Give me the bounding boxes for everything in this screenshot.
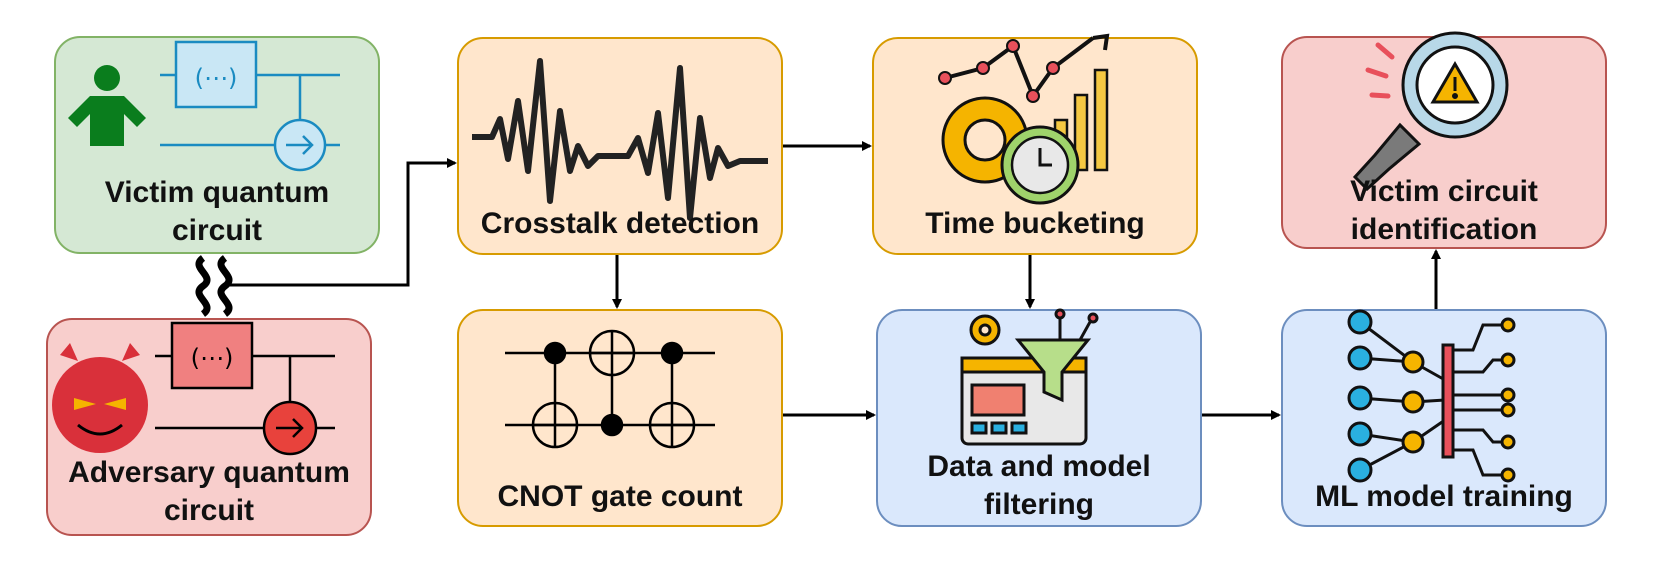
adversary-circuit-label: Adversary quantum circuit [68,456,350,527]
gear-clock-chart-icon [938,33,1110,205]
adversary-circuit-icon [155,321,335,456]
waveform-icon [472,58,768,221]
flow-arrows [230,141,1441,420]
ml-training-label: ML model training [1315,480,1573,513]
devil-icon [52,343,148,453]
victim-identification-label: Victim circuit identification [1350,175,1538,246]
person-icon [68,65,146,146]
data-filtering-label: Data and model filtering [927,450,1151,521]
victim-gate-label: (⋯) [195,64,238,92]
filter-dashboard-icon [960,308,1099,446]
cnot-circuit-icon [505,329,715,449]
victim-circuit-label: Victim quantum circuit [104,176,330,247]
time-bucketing-label: Time bucketing [925,207,1145,240]
neural-network-icon [1347,309,1516,483]
crosstalk-coupling-icon [195,255,233,317]
crosstalk-detection-label: Crosstalk detection [480,207,760,240]
victim-circuit-icon [160,40,340,172]
cnot-gate-count-label: CNOT gate count [497,480,743,513]
magnifier-warning-icon [1352,31,1509,192]
adversary-gate-label: (⋯) [191,344,234,372]
